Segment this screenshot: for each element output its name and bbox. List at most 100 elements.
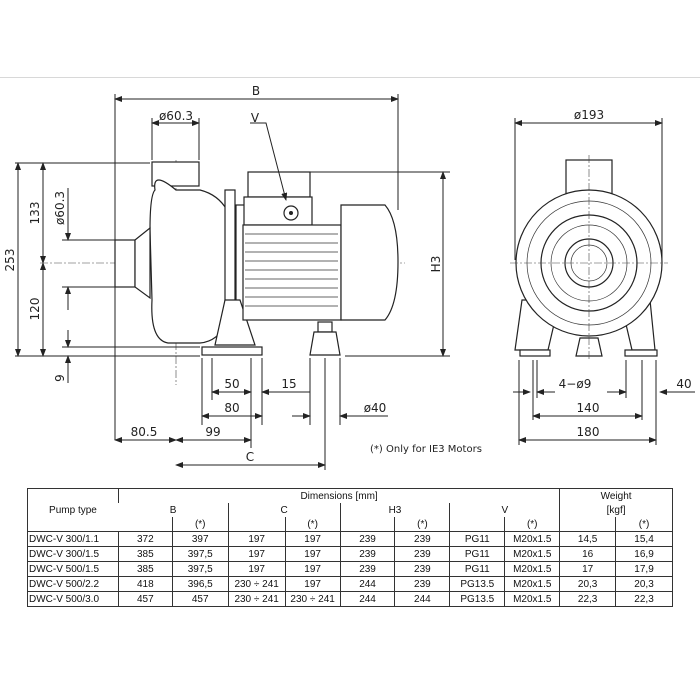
header-star: (*)	[394, 517, 450, 532]
table-cell: 230 ÷ 241	[227, 591, 286, 607]
table-cell: M20x1.5	[504, 576, 560, 592]
table-cell: 17,9	[615, 561, 673, 577]
table-cell: 16,9	[615, 546, 673, 562]
inlet-pipe	[114, 239, 136, 288]
table-cell: 17	[559, 561, 616, 577]
dimensions-table: Pump type Dimensions [mm] Weight B C H3 …	[27, 488, 673, 607]
table-cell: 15,4	[615, 531, 673, 547]
table-cell: 239	[394, 561, 450, 577]
dim-foot-dia: ø40	[364, 401, 387, 415]
pump-type-cell: DWC-V 500/3.0	[27, 591, 119, 607]
header-pump-type: Pump type	[49, 504, 97, 516]
table-cell: 244	[339, 576, 395, 592]
table-cell: 197	[284, 561, 341, 577]
table-cell: M20x1.5	[504, 531, 560, 547]
table-cell: 239	[339, 546, 395, 562]
header-dimensions: Dimensions [mm]	[117, 488, 560, 503]
table-cell: 239	[394, 546, 450, 562]
table-cell: 230 ÷ 241	[227, 576, 286, 592]
motor-foot	[309, 331, 341, 356]
table-cell: 397,5	[171, 546, 229, 562]
pump-type-cell: DWC-V 300/1.1	[27, 531, 119, 547]
table-cell: M20x1.5	[504, 561, 560, 577]
table-cell: 197	[284, 546, 341, 562]
header-star: (*)	[615, 517, 673, 532]
header-weight: Weight	[559, 488, 673, 503]
dim-outer-dia: ø193	[574, 108, 604, 122]
dim-V: V	[251, 111, 260, 125]
dim-B: B	[252, 84, 260, 98]
motor-body	[242, 224, 342, 321]
table-cell: M20x1.5	[504, 591, 560, 607]
header-star: (*)	[284, 517, 341, 532]
table-cell: 22,3	[615, 591, 673, 607]
table-cell: 244	[394, 591, 450, 607]
ie3-note: (*) Only for IE3 Motors	[370, 444, 482, 455]
header-V: V	[449, 503, 560, 517]
header-weight-unit: [kgf]	[559, 503, 673, 517]
table-cell: 418	[117, 576, 173, 592]
table-cell: PG11	[449, 561, 505, 577]
table-cell: 239	[339, 531, 395, 547]
dim-holes: 4−ø9	[559, 377, 592, 391]
table-cell: 197	[227, 561, 286, 577]
table-cell: 16	[559, 546, 616, 562]
table-cell: 20,3	[615, 576, 673, 592]
table-cell: M20x1.5	[504, 546, 560, 562]
header-C: C	[227, 503, 341, 517]
table-cell: 197	[227, 546, 286, 562]
table-cell: 385	[117, 561, 173, 577]
table-cell: 372	[117, 531, 173, 547]
table-cell: 396,5	[171, 576, 229, 592]
dim-80: 80	[224, 401, 239, 415]
table-cell: 230 ÷ 241	[284, 591, 341, 607]
table-cell: PG13.5	[449, 576, 505, 592]
table-cell: 20,3	[559, 576, 616, 592]
dim-180: 180	[577, 425, 600, 439]
table-cell: 197	[284, 576, 341, 592]
dim-80-5: 80.5	[131, 425, 158, 439]
table-cell: 457	[117, 591, 173, 607]
table-cell: 14,5	[559, 531, 616, 547]
table-cell: 385	[117, 546, 173, 562]
dim-C: C	[246, 450, 254, 464]
header-H3: H3	[339, 503, 450, 517]
technical-drawing: B ø60.3 V H3 253 133 120 ø60.3 9 50 15 8…	[3, 84, 695, 470]
side-view	[40, 160, 405, 385]
header-B: B	[169, 504, 177, 516]
header-star: (*)	[504, 517, 560, 532]
table-cell: PG11	[449, 531, 505, 547]
pump-type-cell: DWC-V 300/1.5	[27, 546, 119, 562]
pump-foot	[201, 346, 263, 356]
dim-15: 15	[281, 377, 296, 391]
table-cell: 22,3	[559, 591, 616, 607]
dim-H3: H3	[429, 256, 443, 273]
dim-inlet-dia: ø60.3	[53, 191, 67, 225]
dim-outlet-dia: ø60.3	[159, 109, 193, 123]
table-cell: 397,5	[171, 561, 229, 577]
table-cell: 457	[171, 591, 229, 607]
table-cell: 239	[394, 576, 450, 592]
dim-40: 40	[676, 377, 691, 391]
table-cell: PG13.5	[449, 591, 505, 607]
table-cell: 397	[171, 531, 229, 547]
dim-9: 9	[53, 374, 67, 382]
table-cell: 239	[394, 531, 450, 547]
dim-140: 140	[577, 401, 600, 415]
dim-133: 133	[28, 202, 42, 225]
table-cell: 197	[227, 531, 286, 547]
table-cell: PG11	[449, 546, 505, 562]
table-cell: 239	[339, 561, 395, 577]
dim-253: 253	[3, 249, 17, 272]
dim-120: 120	[28, 298, 42, 321]
front-view	[510, 155, 668, 360]
table-cell: 244	[339, 591, 395, 607]
top-divider	[0, 77, 700, 78]
fan-cover	[340, 204, 399, 321]
dim-50: 50	[224, 377, 239, 391]
